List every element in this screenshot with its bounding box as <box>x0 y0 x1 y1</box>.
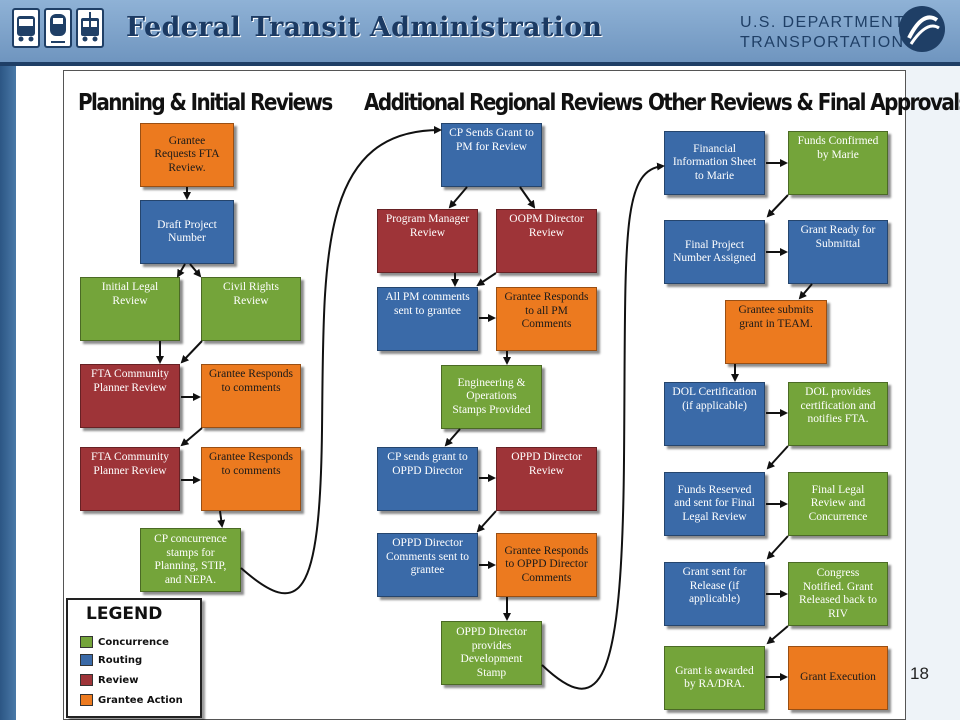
legend-label-routing: Routing <box>98 654 143 666</box>
box-final-project-number: Final Project Number Assigned <box>664 220 765 284</box>
box-congress-notified: Congress Notified. Grant Released back t… <box>788 562 888 626</box>
box-civil-rights-review: Civil Rights Review <box>201 277 301 341</box>
box-grantee-responds-oppd: Grantee Responds to OPPD Director Commen… <box>496 533 597 597</box>
box-program-manager-review: Program Manager Review <box>377 209 478 273</box>
box-grant-sent-for-release: Grant sent for Release (if applicable) <box>664 562 765 626</box>
legend-item-concurrence: Concurrence <box>80 636 169 648</box>
legend-label-grantee-action: Grantee Action <box>98 694 183 706</box>
legend: LEGEND Concurrence Routing Review Grante… <box>66 598 202 718</box>
dot-logo-icon <box>899 6 945 52</box>
box-grantee-responds-pm: Grantee Responds to all PM Comments <box>496 287 597 351</box>
dot-wordmark-line2: TRANSPORTATION <box>740 34 905 51</box>
legend-item-review: Review <box>80 674 138 686</box>
slide-number: 18 <box>910 664 929 683</box>
column-heading-regional: Additional Regional Reviews <box>364 88 643 116</box>
box-fta-community-planner-review-1: FTA Community Planner Review <box>80 364 180 428</box>
header-rule <box>0 62 960 66</box>
left-accent-bar <box>0 66 16 720</box>
train-icon <box>44 8 72 48</box>
box-fta-community-planner-review-2: FTA Community Planner Review <box>80 447 180 511</box>
box-grantee-responds-1: Grantee Responds to comments <box>201 364 301 428</box>
box-initial-legal-review: Initial Legal Review <box>80 277 180 341</box>
legend-item-grantee-action: Grantee Action <box>80 694 183 706</box>
legend-swatch-grantee-action <box>80 694 93 706</box>
box-grantee-submits-team: Grantee submits grant in TEAM. <box>725 300 827 364</box>
box-oopm-director-review: OOPM Director Review <box>496 209 597 273</box>
legend-label-concurrence: Concurrence <box>98 636 169 648</box>
box-grant-ready-for-submittal: Grant Ready for Submittal <box>788 220 888 284</box>
box-engineering-operations-stamps: Engineering & Operations Stamps Provided <box>441 365 542 429</box>
legend-title: LEGEND <box>86 604 163 624</box>
legend-swatch-concurrence <box>80 636 93 648</box>
box-oppd-development-stamp: OPPD Director provides Development Stamp <box>441 621 542 685</box>
box-dol-certification: DOL Certification (if applicable) <box>664 382 765 446</box>
dot-wordmark-line1: U.S. DEPARTMENT OF <box>740 14 936 31</box>
box-oppd-director-comments-sent: OPPD Director Comments sent to grantee <box>377 533 478 597</box>
page-title: Federal Transit Administration <box>126 12 603 43</box>
legend-swatch-review <box>80 674 93 686</box>
box-oppd-director-review: OPPD Director Review <box>496 447 597 511</box>
column-heading-final: Other Reviews & Final Approvals <box>648 88 960 116</box>
trolley-icon <box>76 8 104 48</box>
box-all-pm-comments-sent: All PM comments sent to grantee <box>377 287 478 351</box>
header-bar <box>0 0 960 62</box>
box-funds-reserved: Funds Reserved and sent for Final Legal … <box>664 472 765 536</box>
box-funds-confirmed: Funds Confirmed by Marie <box>788 131 888 195</box>
box-final-legal-review: Final Legal Review and Concurrence <box>788 472 888 536</box>
box-grantee-responds-2: Grantee Responds to comments <box>201 447 301 511</box>
legend-label-review: Review <box>98 674 139 686</box>
box-cp-sends-grant-oppd: CP sends grant to OPPD Director <box>377 447 478 511</box>
box-cp-sends-grant: CP Sends Grant to PM for Review <box>441 123 542 187</box>
box-grantee-requests: Grantee Requests FTA Review. <box>140 123 234 187</box>
bus-icon <box>12 8 40 48</box>
box-dol-provides-certification: DOL provides certification and notifies … <box>788 382 888 446</box>
box-draft-project-number: Draft Project Number <box>140 200 234 264</box>
box-grant-execution: Grant Execution <box>788 646 888 710</box>
box-financial-information-sheet: Financial Information Sheet to Marie <box>664 131 765 195</box>
box-cp-concurrence-stamps: CP concurrence stamps for Planning, STIP… <box>140 528 241 592</box>
box-grant-awarded: Grant is awarded by RA/DRA. <box>664 646 765 710</box>
column-heading-planning: Planning & Initial Reviews <box>78 88 333 116</box>
dot-wordmark: U.S. DEPARTMENT OF TRANSPORTATION <box>740 13 936 53</box>
legend-swatch-routing <box>80 654 93 666</box>
transit-icons <box>12 8 104 48</box>
legend-item-routing: Routing <box>80 654 142 666</box>
background-grid <box>900 66 960 720</box>
